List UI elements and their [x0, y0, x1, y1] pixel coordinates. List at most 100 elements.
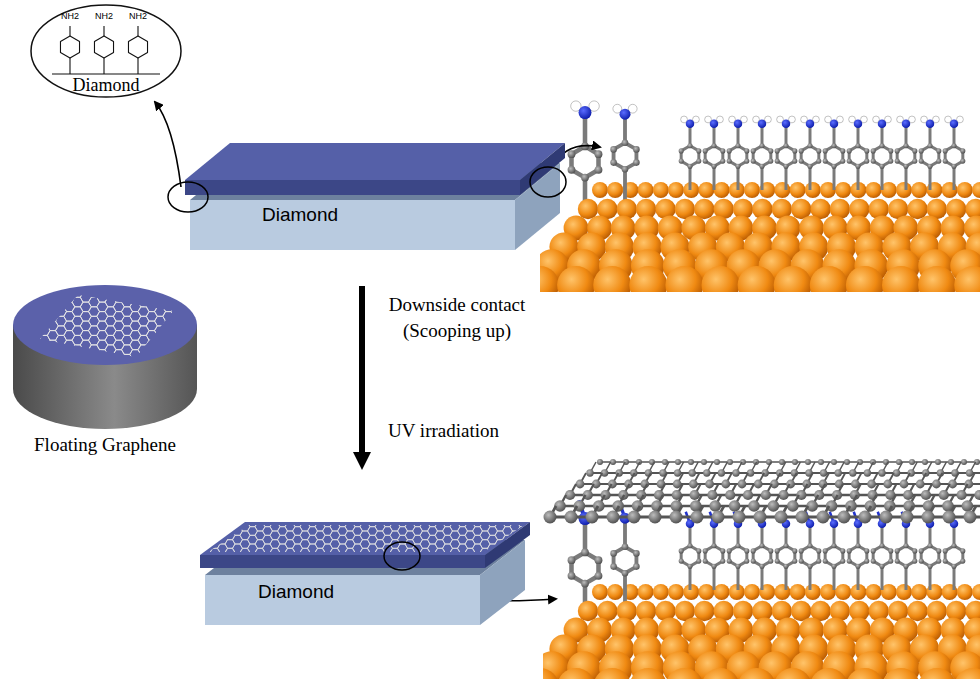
bond [809, 566, 812, 590]
graphene-atom [921, 490, 931, 500]
nitrogen-atom [734, 119, 743, 128]
diamond-atom [638, 182, 654, 198]
carbon-atom [792, 559, 797, 564]
graphene-atom [820, 469, 827, 476]
graphene-atom [948, 459, 954, 465]
carbon-atom [816, 548, 821, 553]
bond [761, 166, 764, 190]
carbon-atom [855, 564, 860, 569]
diamond-atom [866, 182, 882, 198]
substrate-label: Diamond [30, 76, 182, 96]
benzene-ring [777, 546, 795, 566]
carbon-atom [919, 159, 924, 164]
diamond-atom [896, 584, 912, 600]
carbon-atom [807, 164, 812, 169]
graphene-atom [727, 459, 733, 465]
bond [833, 566, 836, 590]
carbon-atom [943, 159, 948, 164]
water-surface [13, 285, 197, 365]
diamond-atom [774, 266, 812, 292]
graphene-atom [721, 480, 730, 489]
graphene-atom [754, 480, 763, 489]
carbon-atom [679, 548, 684, 553]
diamond-atom [805, 584, 821, 600]
carbon-atom [581, 549, 589, 557]
carbon-atom [720, 148, 725, 153]
carbon-atom [903, 164, 908, 169]
carbon-atom [595, 150, 603, 158]
nitrogen-atom [758, 119, 767, 128]
bond [69, 26, 70, 36]
graphene-atom [705, 480, 714, 489]
bond [137, 58, 138, 74]
diamond-atom [918, 668, 956, 679]
carbon-atom [912, 148, 917, 153]
graphene-atom [703, 469, 710, 476]
graphene-atom [701, 459, 707, 465]
graphene-atom [649, 511, 662, 524]
nitrogen-atom [710, 119, 719, 128]
carbon-atom [871, 159, 876, 164]
bond [881, 166, 884, 190]
carbon-atom [610, 159, 617, 166]
diamond-atom [702, 266, 740, 292]
benzene-ring [801, 546, 819, 566]
diamond-atom [957, 182, 973, 198]
nitrogen-atom [854, 119, 863, 128]
carbon-atom [568, 556, 576, 564]
block-front [190, 200, 515, 250]
benzene-ring [571, 552, 598, 583]
graphene-atom [966, 469, 973, 476]
bond [857, 566, 860, 590]
benzene-ring [825, 546, 843, 566]
carbon-atom [831, 543, 836, 548]
graphene-atom [775, 511, 788, 524]
graphene-atom [935, 459, 941, 465]
arrow-head [353, 452, 371, 470]
diamond-atom [774, 668, 812, 679]
zoom-circle [168, 182, 208, 212]
benzene-ring [571, 146, 598, 177]
graphene-atom [883, 480, 892, 489]
carbon-atom [895, 148, 900, 153]
graphene-atom [718, 469, 725, 476]
diamond-slab-outline [200, 520, 530, 625]
nitrogen-atom [830, 519, 839, 528]
amine-label: NH2 [90, 12, 118, 22]
graphene-atom [729, 500, 741, 512]
nitrogen-atom [579, 106, 592, 119]
carbon-atom [759, 164, 764, 169]
carbon-atom [744, 548, 749, 553]
diamond-atom [638, 584, 654, 600]
diamond-surface-render [540, 199, 980, 292]
bond [929, 566, 932, 590]
diamond-atom [972, 182, 980, 198]
graphene-atom [806, 500, 818, 512]
benzene-ring [614, 143, 637, 169]
benzene-ring [945, 546, 963, 566]
diamond-atom [698, 182, 714, 198]
diamond-atom [668, 584, 684, 600]
bond [785, 566, 788, 590]
diamond-atom [714, 182, 730, 198]
graphene-atom [796, 511, 809, 524]
nitrogen-atom [926, 119, 935, 128]
surface-line [52, 73, 160, 74]
carbon-atom [679, 159, 684, 164]
graphene-atom [690, 490, 700, 500]
graphene-atom [903, 490, 913, 500]
graphene-atom [610, 459, 616, 465]
carbon-atom [595, 556, 603, 564]
benzene-ring [729, 546, 747, 566]
diamond-atom [607, 584, 623, 600]
bond [905, 166, 908, 190]
carbon-atom [744, 559, 749, 564]
carbon-atom [871, 148, 876, 153]
carbon-atom [696, 159, 701, 164]
molecule-inset-ellipse: NH2NH2NH2Diamond [30, 4, 182, 98]
carbon-atom [919, 148, 924, 153]
carbon-atom [903, 143, 908, 148]
diamond-atom [665, 668, 703, 679]
nitrogen-atom [950, 119, 959, 128]
benzene-ring [897, 546, 915, 566]
